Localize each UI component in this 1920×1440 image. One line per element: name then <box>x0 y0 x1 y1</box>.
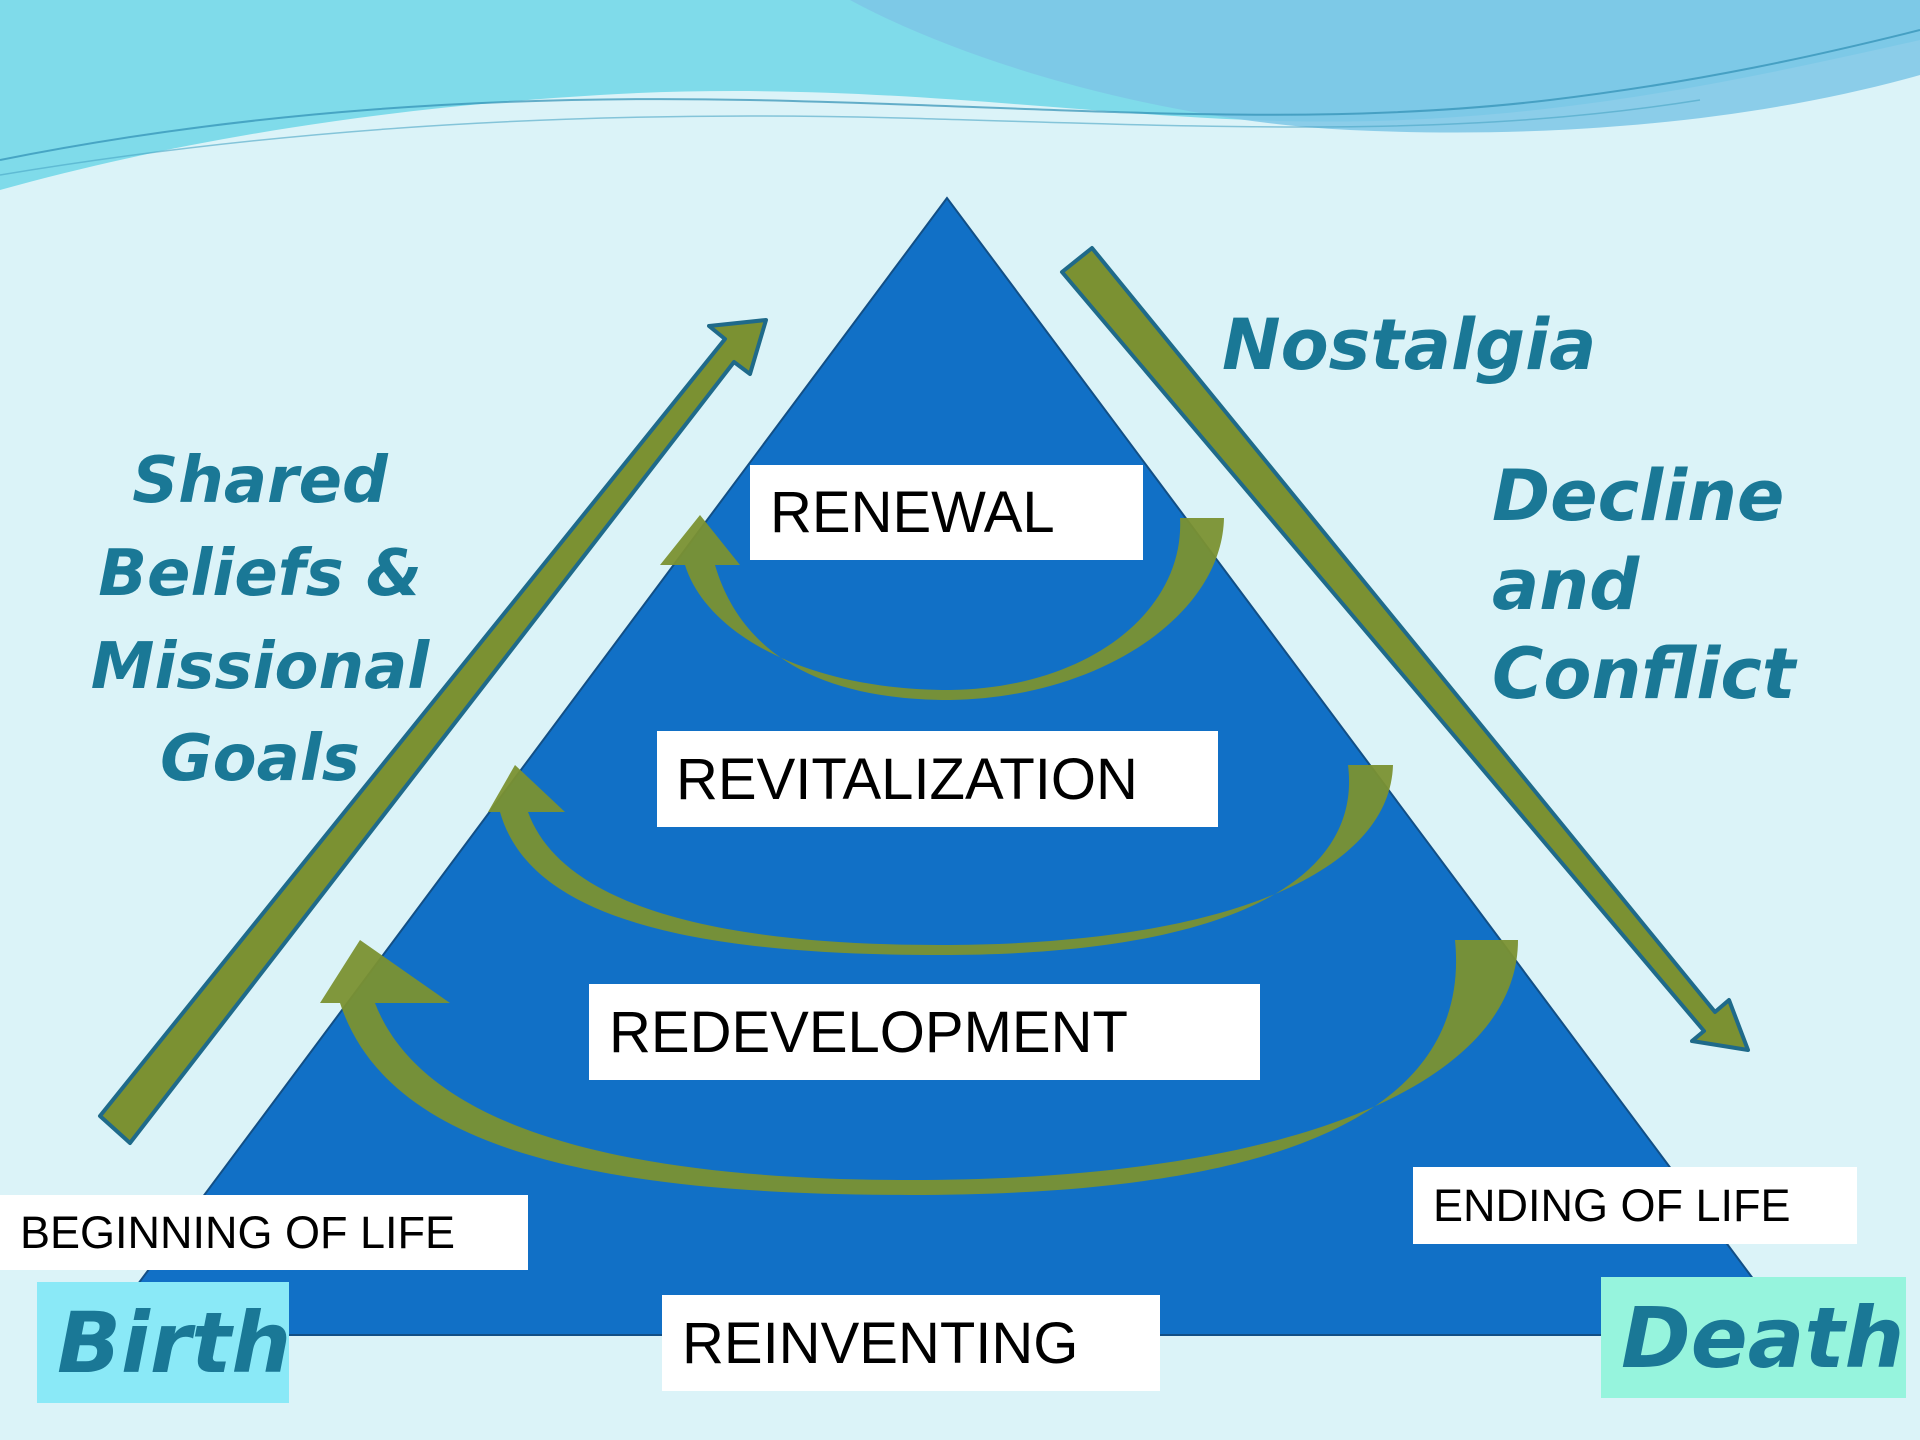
decline-line-1: Decline <box>1492 455 1785 537</box>
decline-line-2: and <box>1492 543 1640 626</box>
down-right-arrow-icon <box>1060 246 1750 1052</box>
shared-beliefs-label: Shared Beliefs & Missional Goals <box>90 435 430 806</box>
renewal-label: RENEWAL <box>750 465 1143 560</box>
nostalgia-label: Nostalgia <box>1222 304 1597 386</box>
ending-of-life-label: ENDING OF LIFE <box>1413 1167 1857 1244</box>
beginning-of-life-label: BEGINNING OF LIFE <box>0 1195 528 1270</box>
revitalization-label: REVITALIZATION <box>657 731 1218 827</box>
up-right-arrow-icon <box>98 318 768 1145</box>
shared-beliefs-line-3: Missional <box>90 629 430 704</box>
decline-and-conflict-label: Decline and Conflict <box>1492 452 1795 719</box>
shared-beliefs-line-4: Goals <box>160 722 360 797</box>
shared-beliefs-line-1: Shared <box>132 444 388 518</box>
decline-line-3: Conflict <box>1492 632 1796 715</box>
birth-tag: Birth <box>37 1282 291 1403</box>
reinventing-label: REINVENTING <box>662 1295 1160 1391</box>
redevelopment-label: REDEVELOPMENT <box>589 984 1260 1080</box>
header-wave-decoration <box>0 0 1920 190</box>
shared-beliefs-line-2: Beliefs & <box>98 536 422 611</box>
death-tag: Death <box>1601 1277 1906 1398</box>
